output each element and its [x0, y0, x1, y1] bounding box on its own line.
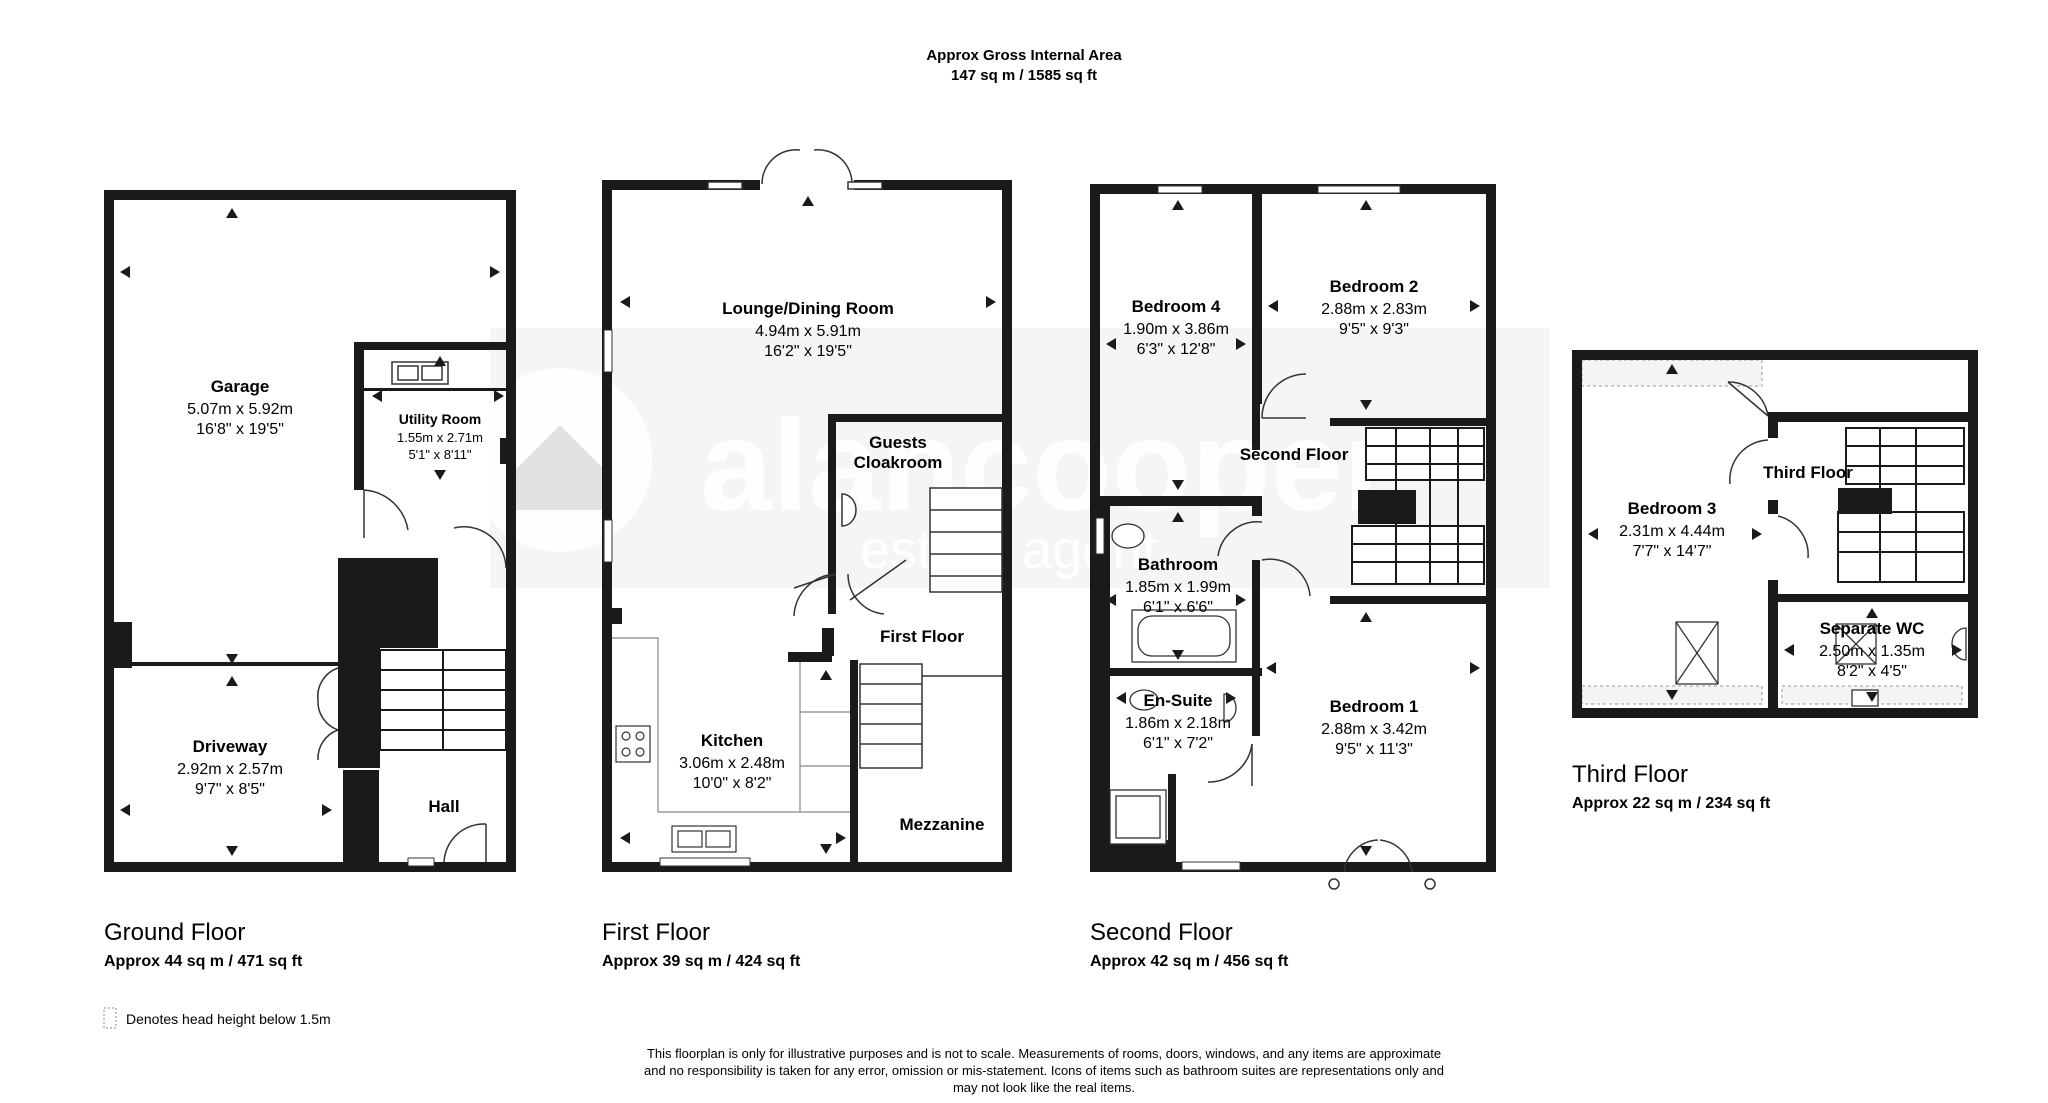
bedroom2-imperial: 9'5" x 9'3" [1339, 321, 1409, 338]
bedroom1-imperial: 9'5" x 11'3" [1335, 741, 1413, 758]
separate-wc-imperial: 8'2" x 4'5" [1837, 663, 1907, 680]
third-floor-title: Third Floor [1572, 761, 1688, 788]
bathroom-label: Bathroom [1138, 555, 1218, 574]
first-floor-title: First Floor [602, 919, 710, 946]
header-title: Approx Gross Internal Area [926, 47, 1122, 64]
ensuite-label: En-Suite [1144, 691, 1213, 710]
driveway-label: Driveway [193, 737, 268, 756]
cloakroom-label-1: Guests [869, 433, 927, 452]
ground-floor-title: Ground Floor [104, 919, 245, 946]
disclaimer-line-3: may not look like the real items. [953, 1080, 1135, 1095]
cloakroom-basin-icon [841, 493, 857, 527]
separate-wc-label: Separate WC [1820, 619, 1925, 638]
bathroom-metric: 1.85m x 1.99m [1125, 579, 1231, 596]
ensuite-metric: 1.86m x 2.18m [1125, 715, 1231, 732]
disclaimer-line-1: This floorplan is only for illustrative … [647, 1046, 1441, 1061]
watermark-brand: alancooper [700, 392, 1394, 538]
ensuite-imperial: 6'1" x 7'2" [1143, 735, 1213, 752]
skylight-icon [1675, 621, 1719, 685]
cloakroom-label-2: Cloakroom [854, 453, 943, 472]
driveway-imperial: 9'7" x 8'5" [195, 781, 265, 798]
lounge-imperial: 16'2" x 19'5" [764, 343, 852, 360]
third-floor-area: Approx 22 sq m / 234 sq ft [1572, 795, 1771, 812]
bedroom2-metric: 2.88m x 2.83m [1321, 301, 1427, 318]
bedroom4-imperial: 6'3" x 12'8" [1137, 341, 1216, 358]
header-total-area: 147 sq m / 1585 sq ft [951, 67, 1097, 84]
ground-floor-area: Approx 44 sq m / 471 sq ft [104, 953, 303, 970]
separate-wc-metric: 2.50m x 1.35m [1819, 643, 1925, 660]
second-floor-area: Approx 42 sq m / 456 sq ft [1090, 953, 1289, 970]
hall-label: Hall [428, 797, 459, 816]
legend-text: Denotes head height below 1.5m [126, 1011, 331, 1027]
utility-metric: 1.55m x 2.71m [397, 430, 483, 445]
garage-label: Garage [211, 377, 270, 396]
kitchen-sink-icon [671, 825, 737, 853]
first-floor-landing-label: First Floor [880, 627, 964, 646]
bedroom4-metric: 1.90m x 3.86m [1123, 321, 1229, 338]
utility-label: Utility Room [399, 411, 481, 427]
bathroom-wc-icon [1111, 523, 1145, 549]
kitchen-imperial: 10'0" x 8'2" [693, 775, 772, 792]
second-floor-landing-label: Second Floor [1240, 445, 1349, 464]
second-floor-title: Second Floor [1090, 919, 1233, 946]
utility-sink-icon [391, 361, 449, 385]
bedroom3-metric: 2.31m x 4.44m [1619, 523, 1725, 540]
driveway-metric: 2.92m x 2.57m [177, 761, 283, 778]
third-floor-plan: Bedroom 3 2.31m x 4.44m 7'7" x 14'7" Thi… [1572, 350, 1978, 812]
ground-floor-plan: Garage 5.07m x 5.92m 16'8" x 19'5" Utili… [104, 190, 516, 970]
bedroom3-label: Bedroom 3 [1628, 499, 1717, 518]
bedroom1-metric: 2.88m x 3.42m [1321, 721, 1427, 738]
first-floor-area: Approx 39 sq m / 424 sq ft [602, 953, 801, 970]
bedroom3-imperial: 7'7" x 14'7" [1633, 543, 1712, 560]
kitchen-metric: 3.06m x 2.48m [679, 755, 785, 772]
legend-headroom-swatch [103, 1007, 117, 1029]
bathroom-imperial: 6'1" x 6'6" [1143, 599, 1213, 616]
first-floor-plan: Lounge/Dining Room 4.94m x 5.91m 16'2" x… [602, 149, 1012, 970]
bedroom1-label: Bedroom 1 [1330, 697, 1419, 716]
wc-basin-icon [1951, 627, 1967, 661]
disclaimer-line-2: and no responsibility is taken for any e… [644, 1063, 1444, 1078]
ensuite-wc-icon [1129, 689, 1159, 711]
bedroom4-label: Bedroom 4 [1132, 297, 1221, 316]
utility-imperial: 5'1" x 8'11" [408, 447, 471, 462]
garage-imperial: 16'8" x 19'5" [196, 421, 284, 438]
bedroom2-label: Bedroom 2 [1330, 277, 1419, 296]
lounge-metric: 4.94m x 5.91m [755, 323, 861, 340]
second-floor-plan: Bedroom 4 1.90m x 3.86m 6'3" x 12'8" Bed… [1090, 184, 1496, 970]
lounge-label: Lounge/Dining Room [722, 299, 894, 318]
kitchen-label: Kitchen [701, 731, 763, 750]
third-floor-landing-label: Third Floor [1763, 463, 1853, 482]
hob-icon [615, 725, 651, 763]
mezzanine-label: Mezzanine [899, 815, 984, 834]
garage-metric: 5.07m x 5.92m [187, 401, 293, 418]
